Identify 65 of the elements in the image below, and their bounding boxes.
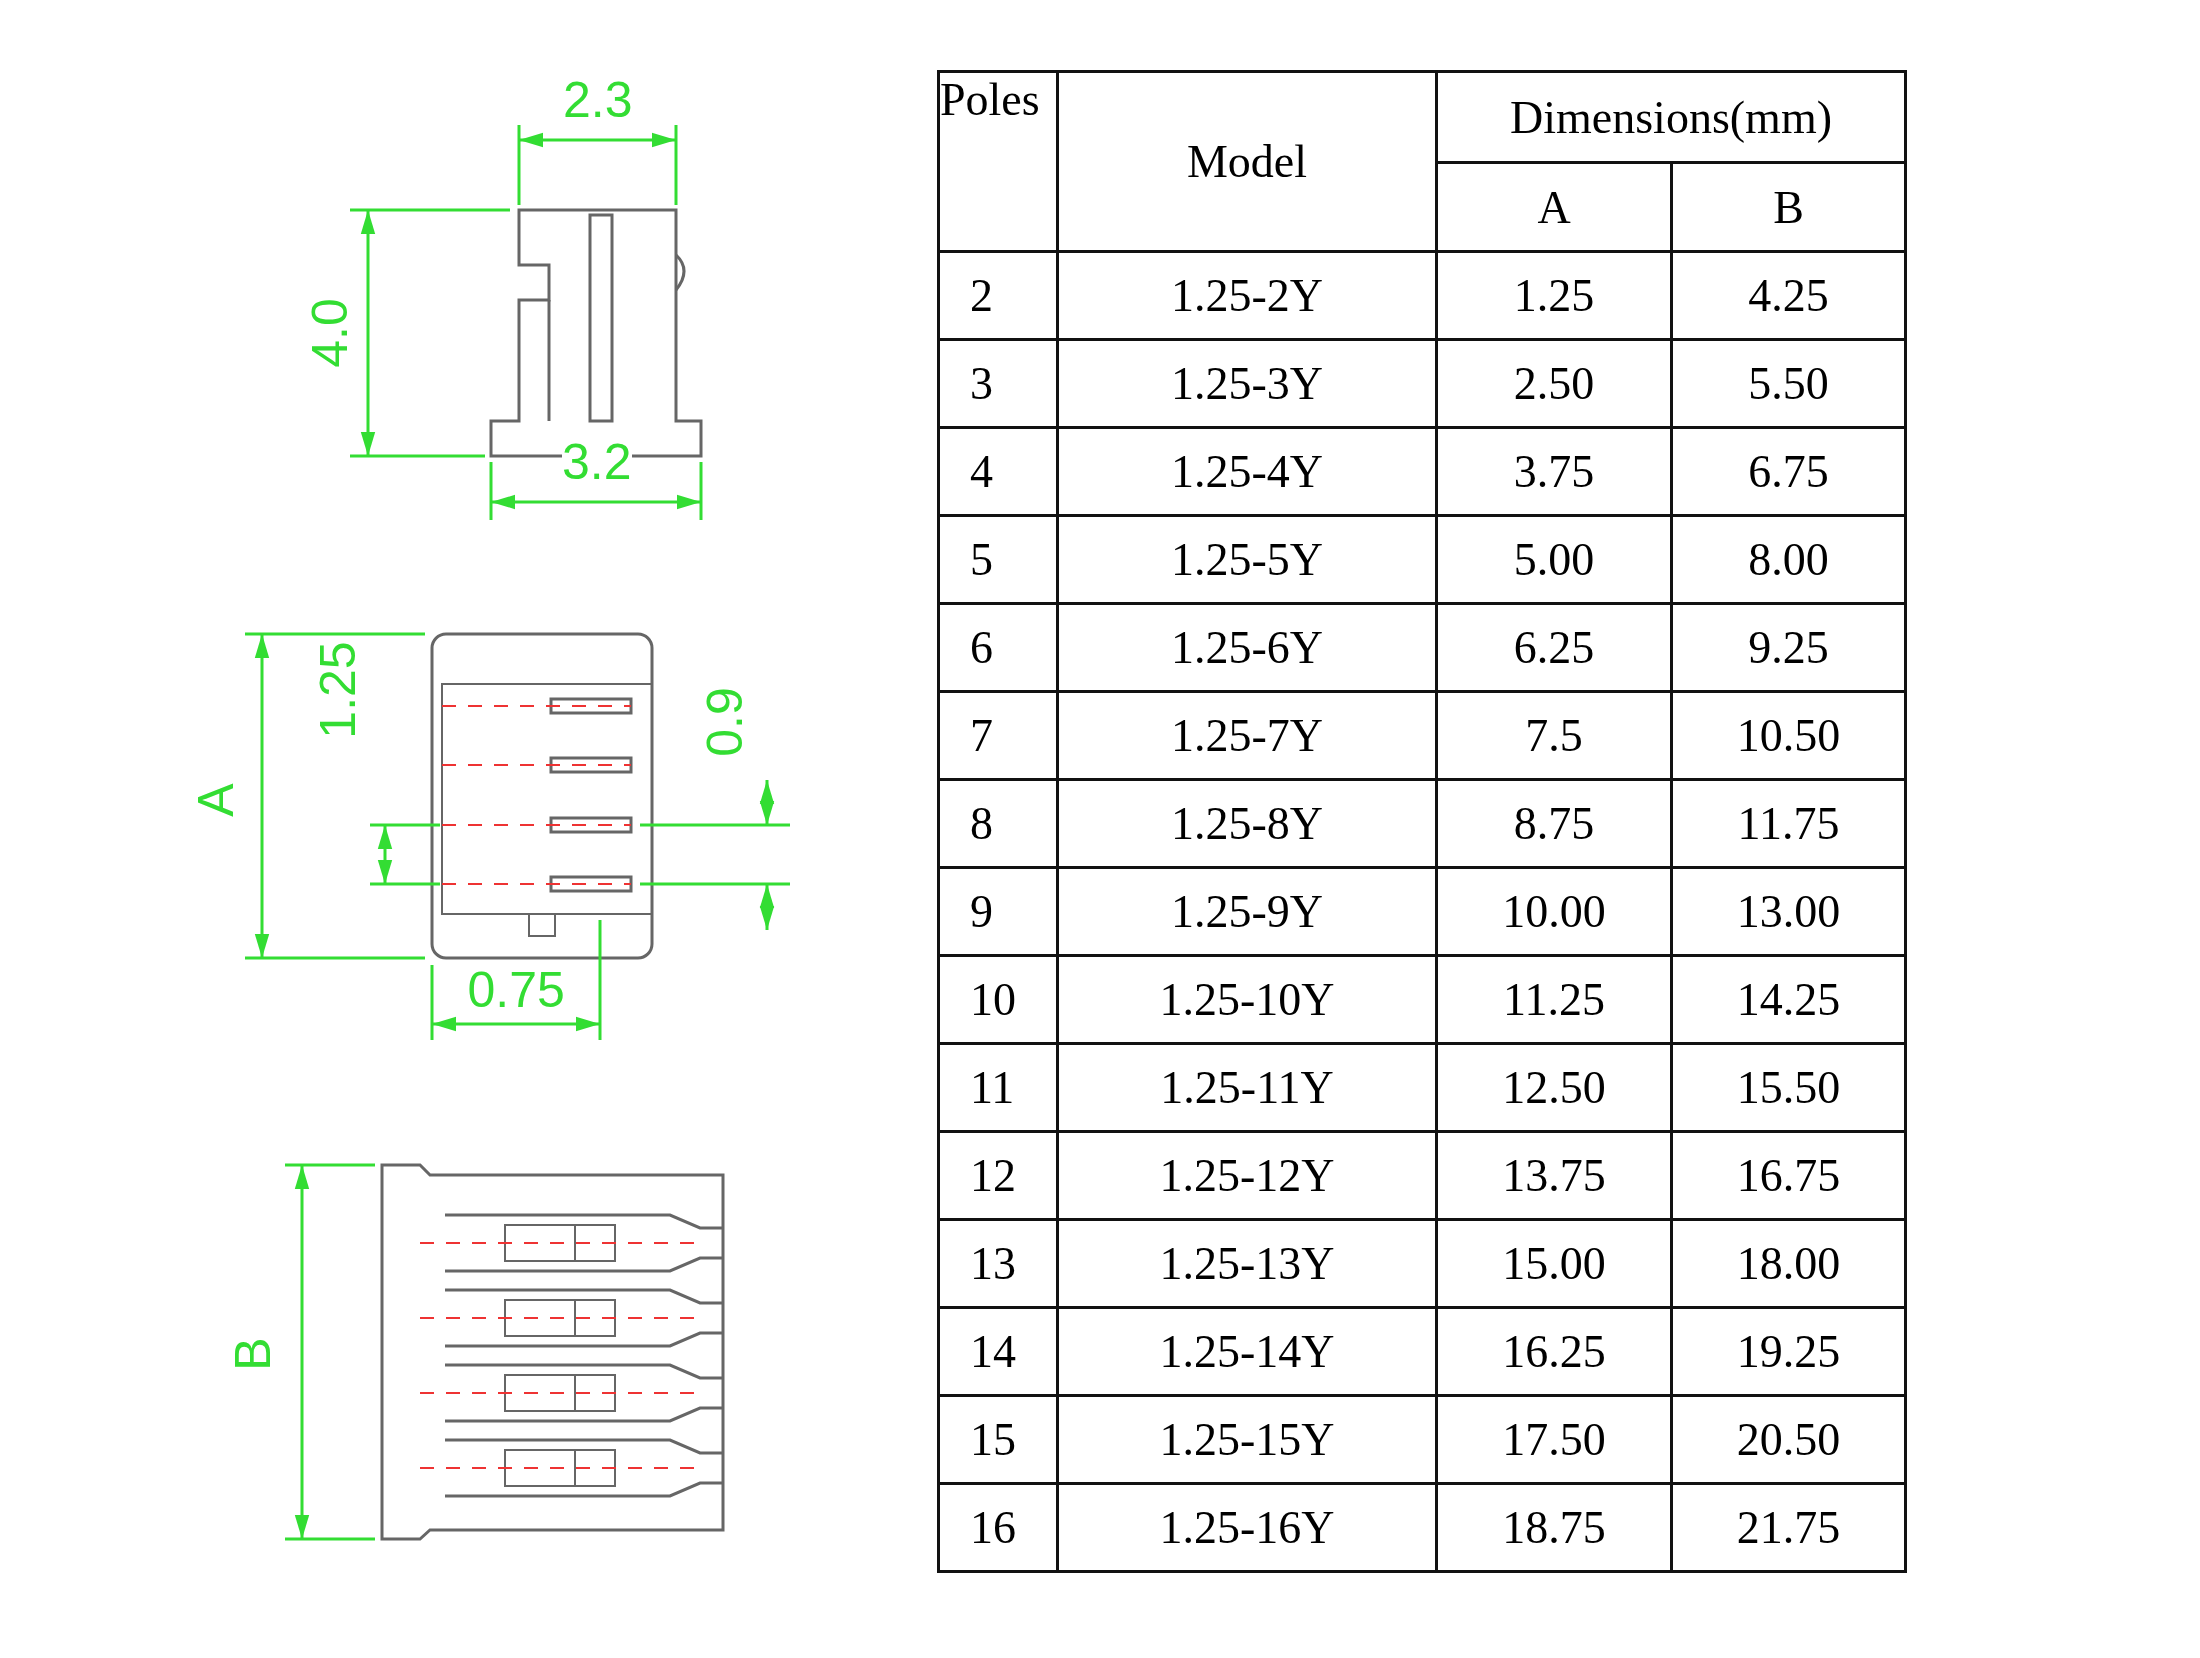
table-cell: 9.25: [1671, 603, 1906, 692]
table-cell: 4: [938, 427, 1058, 516]
table-cell: 2.50: [1436, 339, 1672, 428]
table-cell: 15.00: [1436, 1219, 1672, 1308]
table-cell: 10.50: [1671, 691, 1906, 780]
table-cell: 1.25-3Y: [1057, 339, 1437, 428]
table-cell: 16.75: [1671, 1131, 1906, 1220]
table-cell: 16: [938, 1483, 1058, 1572]
table-cell: 9: [938, 867, 1058, 956]
table-cell: 7.5: [1436, 691, 1672, 780]
table-cell: 13.00: [1671, 867, 1906, 956]
table-cell: 1.25-7Y: [1057, 691, 1437, 780]
table-cell: 1.25-8Y: [1057, 779, 1437, 868]
table-cell: 5.50: [1671, 339, 1906, 428]
table-cell: 15: [938, 1395, 1058, 1484]
table-cell: 18.75: [1436, 1483, 1672, 1572]
table-cell: 12: [938, 1131, 1058, 1220]
table-cell: 8.75: [1436, 779, 1672, 868]
table-cell: 15.50: [1671, 1043, 1906, 1132]
table-cell: 1.25-15Y: [1057, 1395, 1437, 1484]
table-cell: 1.25-6Y: [1057, 603, 1437, 692]
table-cell: 8: [938, 779, 1058, 868]
table-cell: 1.25-11Y: [1057, 1043, 1437, 1132]
table-cell: 6.75: [1671, 427, 1906, 516]
table-cell: 1.25-4Y: [1057, 427, 1437, 516]
table-cell: 10.00: [1436, 867, 1672, 956]
header-cell: Poles: [938, 71, 1058, 252]
table-cell: 11.25: [1436, 955, 1672, 1044]
table-cell: 17.50: [1436, 1395, 1672, 1484]
table-cell: 1.25-16Y: [1057, 1483, 1437, 1572]
table-cell: 21.75: [1671, 1483, 1906, 1572]
table-cell: 11: [938, 1043, 1058, 1132]
table-cell: 14.25: [1671, 955, 1906, 1044]
table-cell: 5.00: [1436, 515, 1672, 604]
table-cell: 1.25-13Y: [1057, 1219, 1437, 1308]
table-cell: 6: [938, 603, 1058, 692]
table-cell: 13: [938, 1219, 1058, 1308]
table-cell: 1.25: [1436, 251, 1672, 340]
table-cell: 8.00: [1671, 515, 1906, 604]
table-cell: 7: [938, 691, 1058, 780]
table-cell: 1.25-14Y: [1057, 1307, 1437, 1396]
table-cell: 19.25: [1671, 1307, 1906, 1396]
table-cell: 3.75: [1436, 427, 1672, 516]
table-cell: 20.50: [1671, 1395, 1906, 1484]
table-cell: 2: [938, 251, 1058, 340]
table-cell: 12.50: [1436, 1043, 1672, 1132]
table-cell: 3: [938, 339, 1058, 428]
table-cell: 4.25: [1671, 251, 1906, 340]
table-cell: 14: [938, 1307, 1058, 1396]
table-cell: 18.00: [1671, 1219, 1906, 1308]
table-cell: 1.25-2Y: [1057, 251, 1437, 340]
table-cell: 6.25: [1436, 603, 1672, 692]
table-cell: 5: [938, 515, 1058, 604]
table-cell: 1.25-12Y: [1057, 1131, 1437, 1220]
table-cell: 1.25-5Y: [1057, 515, 1437, 604]
table-cell: 16.25: [1436, 1307, 1672, 1396]
header-cell: B: [1671, 162, 1906, 252]
table-cell: 1.25-10Y: [1057, 955, 1437, 1044]
header-cell: Model: [1057, 71, 1437, 252]
header-cell: Dimensions(mm): [1436, 71, 1906, 163]
table-cell: 1.25-9Y: [1057, 867, 1437, 956]
table-cell: 13.75: [1436, 1131, 1672, 1220]
table-cell: 11.75: [1671, 779, 1906, 868]
table-cell: 10: [938, 955, 1058, 1044]
header-cell: A: [1436, 162, 1672, 252]
